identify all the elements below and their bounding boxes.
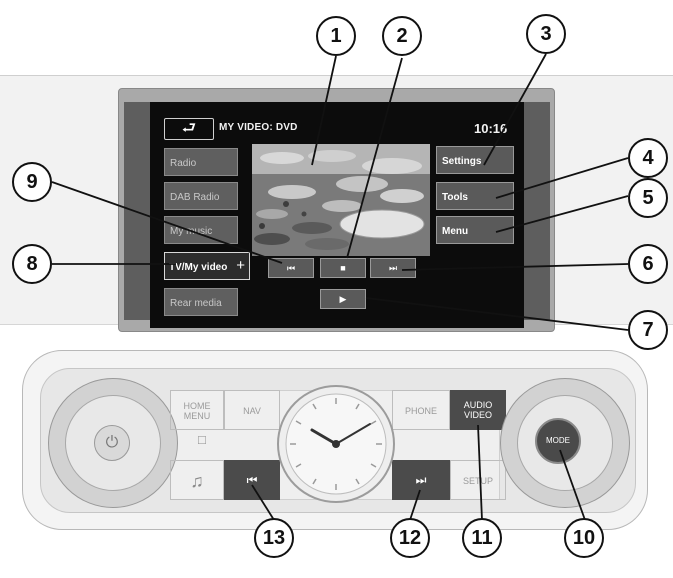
menu-item-label: Radio bbox=[170, 158, 197, 169]
skip-back-icon: ⏮ bbox=[286, 263, 296, 273]
bezel-right-trim bbox=[524, 102, 550, 320]
menu-item-label: Rear media bbox=[170, 298, 222, 309]
square-icon: □ bbox=[198, 433, 212, 447]
menu-item-label: DAB Radio bbox=[170, 192, 220, 203]
setup-button[interactable]: SETUP bbox=[450, 460, 506, 500]
callout-8: 8 bbox=[12, 244, 52, 284]
callout-3: 3 bbox=[526, 14, 566, 54]
callout-11: 11 bbox=[462, 518, 502, 558]
video-frame-image bbox=[252, 144, 430, 256]
music-note-icon: ♫ bbox=[190, 471, 204, 491]
setup-label: SETUP bbox=[462, 476, 493, 486]
callout-10: 10 bbox=[564, 518, 604, 558]
audio-video-label: AUDIO VIDEO bbox=[463, 400, 493, 420]
stop-button[interactable]: ■ bbox=[320, 258, 366, 278]
next-track-button[interactable]: ⏭ bbox=[392, 460, 450, 500]
square-glyph: □ bbox=[198, 432, 206, 447]
play-button[interactable]: ▶ bbox=[320, 289, 366, 309]
mode-button[interactable]: MODE bbox=[535, 418, 581, 464]
media-button[interactable]: ♫ bbox=[170, 460, 224, 500]
skip-back-icon: ⏮ bbox=[246, 473, 258, 487]
screen-title: MY VIDEO: DVD bbox=[219, 122, 298, 133]
mode-label: MODE bbox=[546, 436, 570, 445]
menu-item-rear-media[interactable]: Rear media bbox=[164, 288, 238, 316]
settings-label: Settings bbox=[442, 156, 482, 167]
callout-2: 2 bbox=[382, 16, 422, 56]
menu-item-radio[interactable]: Radio bbox=[164, 148, 238, 176]
back-arrow-icon: ⮐ bbox=[181, 120, 197, 137]
callout-7: 7 bbox=[628, 310, 668, 350]
next-chapter-button[interactable]: ⏭ bbox=[370, 258, 416, 278]
stop-icon: ■ bbox=[340, 263, 346, 273]
nav-button[interactable]: NAV bbox=[224, 390, 280, 430]
phone-button[interactable]: PHONE bbox=[392, 390, 450, 430]
callout-12: 12 bbox=[390, 518, 430, 558]
back-button[interactable]: ⮐ bbox=[164, 118, 214, 140]
clock-display: 10:16 bbox=[474, 121, 508, 136]
callout-9: 9 bbox=[12, 162, 52, 202]
clock-face-icon bbox=[277, 385, 395, 503]
callout-1: 1 bbox=[316, 16, 356, 56]
home-menu-label: HOME MENU bbox=[183, 401, 211, 421]
callout-4: 4 bbox=[628, 138, 668, 178]
menu-item-tv-my-video[interactable]: TV/My video + bbox=[164, 252, 250, 280]
callout-13: 13 bbox=[254, 518, 294, 558]
phone-label: PHONE bbox=[404, 406, 437, 416]
audio-video-button[interactable]: AUDIO VIDEO bbox=[450, 390, 506, 430]
tools-label: Tools bbox=[442, 192, 468, 203]
power-icon: ⏻ bbox=[105, 434, 119, 451]
settings-button[interactable]: Settings bbox=[436, 146, 514, 174]
skip-forward-icon: ⏭ bbox=[388, 263, 398, 273]
menu-item-dab-radio[interactable]: DAB Radio bbox=[164, 182, 238, 210]
menu-item-label: TV/My video bbox=[169, 262, 228, 273]
callout-5: 5 bbox=[628, 178, 668, 218]
menu-label: Menu bbox=[442, 226, 469, 237]
plus-icon[interactable]: + bbox=[236, 257, 245, 274]
power-button[interactable]: ⏻ bbox=[94, 425, 130, 461]
nav-label: NAV bbox=[243, 406, 261, 416]
play-icon: ▶ bbox=[339, 294, 347, 304]
skip-forward-icon: ⏭ bbox=[415, 473, 427, 487]
video-playback-area[interactable] bbox=[252, 144, 430, 256]
analog-clock bbox=[276, 384, 396, 504]
callout-6: 6 bbox=[628, 244, 668, 284]
home-menu-button[interactable]: HOME MENU bbox=[170, 390, 224, 430]
previous-track-button[interactable]: ⏮ bbox=[224, 460, 280, 500]
